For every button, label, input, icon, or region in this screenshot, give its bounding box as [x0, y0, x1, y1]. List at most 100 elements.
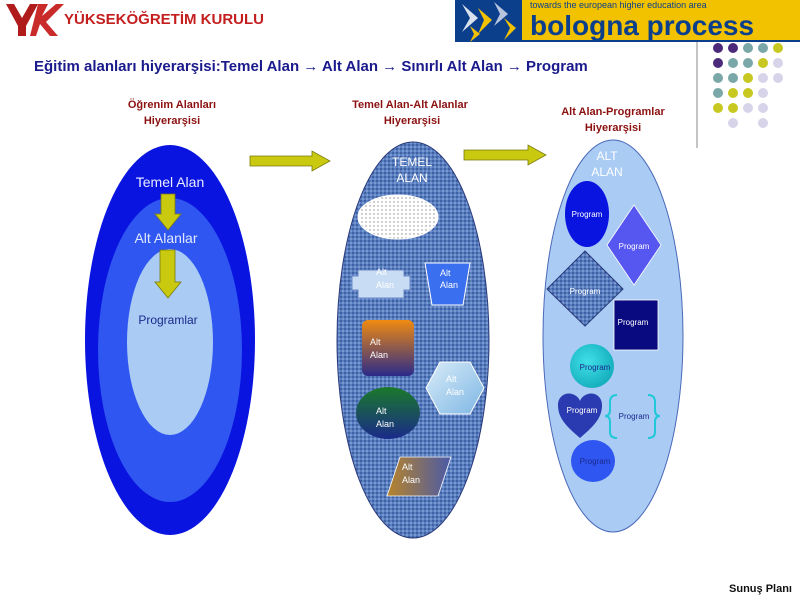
program-7-label: Program: [619, 412, 650, 421]
panel2-heading-line1: Temel Alan-Alt Alanlar: [352, 99, 468, 111]
right-arrow-2-icon: [463, 144, 547, 166]
sub-area-2-line1: Alt: [440, 268, 451, 278]
sub-area-2: Alt Alan: [424, 262, 471, 306]
program-3-label: Program: [570, 287, 601, 296]
sub-area-ellipse: [542, 139, 684, 533]
program-6: Program: [558, 393, 602, 438]
sub-area-5-line1: Alt: [376, 406, 387, 416]
decorative-dot: [758, 103, 768, 113]
down-arrow-1-icon: [154, 193, 182, 231]
program-1: Program: [565, 181, 609, 247]
footer-presentation-plan[interactable]: Sunuş Planı: [729, 583, 792, 595]
bologna-stars-icon: [462, 2, 516, 42]
program-8: Program: [571, 440, 615, 482]
sub-area-6-line1: Alt: [402, 462, 413, 472]
panel3-heading-line2: Hiyerarşisi: [585, 122, 641, 134]
middle-label: Alt Alanlar: [134, 230, 197, 246]
outer-label: Temel Alan: [136, 174, 204, 190]
sub-area-3-line2: Alan: [370, 350, 388, 360]
program-5-label: Program: [580, 363, 611, 372]
decorative-dot: [758, 43, 768, 53]
panel-main-area-subareas: Temel Alan-Alt Alanlar Hiyerarşisi TEMEL…: [336, 99, 490, 539]
program-5: Program: [570, 344, 614, 388]
decorative-dot: [713, 88, 723, 98]
decorative-dot: [713, 103, 723, 113]
sub-area-3: Alt Alan: [362, 320, 414, 376]
dotted-oval-shape: [357, 194, 439, 240]
sub-area-title-line1: ALT: [596, 149, 618, 163]
decorative-dot: [758, 73, 768, 83]
decorative-dot: [758, 118, 768, 128]
sub-area-5-line2: Alan: [376, 419, 394, 429]
inner-ellipse-programlar: [127, 249, 213, 435]
decorative-dot: [743, 103, 753, 113]
program-1-label: Program: [572, 210, 603, 219]
slide-title-part2: Temel Alan → Alt Alan → Sınırlı Alt Alan…: [221, 58, 588, 75]
decorative-dot: [758, 58, 768, 68]
decorative-dot: [728, 58, 738, 68]
decorative-dot: [743, 43, 753, 53]
program-4: Program: [613, 299, 659, 351]
decorative-dot: [743, 88, 753, 98]
right-arrow-1-icon: [249, 150, 331, 172]
program-2: Program: [606, 204, 662, 286]
sub-area-4: Alt Alan: [425, 361, 485, 415]
bologna-tagline-strip: [522, 0, 800, 10]
yok-logo-mark-icon: [6, 4, 38, 36]
main-area-title-line1: TEMEL: [392, 155, 432, 169]
slide-title: Eğitim alanları hiyerarşisi:Temel Alan →…: [34, 58, 588, 75]
decorative-dot: [728, 43, 738, 53]
decorative-dot: [773, 73, 783, 83]
decorative-dot: [743, 73, 753, 83]
sub-area-4-line1: Alt: [446, 374, 457, 384]
bologna-tagline: towards the european higher education ar…: [530, 0, 707, 10]
sub-area-title-line2: ALAN: [591, 165, 622, 179]
bracket-right-icon: [647, 394, 661, 439]
panel-subarea-programs: Alt Alan-Programlar Hiyerarşisi ALT ALAN…: [542, 106, 684, 533]
panel3-heading-line1: Alt Alan-Programlar: [561, 106, 665, 118]
slide-title-part1: Eğitim alanları hiyerarşisi:: [34, 58, 221, 75]
program-4-label: Program: [618, 318, 649, 327]
bologna-name-box: [522, 10, 800, 40]
decorative-dot: [758, 88, 768, 98]
decorative-dot: [713, 58, 723, 68]
decorative-dot: [743, 58, 753, 68]
sub-area-1-line1: Alt: [376, 267, 387, 277]
decorative-dot: [773, 43, 783, 53]
program-6-label: Program: [567, 406, 598, 415]
yok-logo: YÜKSEKÖĞRETİM KURULU: [6, 4, 264, 36]
sub-area-5: Alt Alan: [356, 387, 420, 439]
inner-label: Programlar: [138, 313, 197, 327]
sub-area-6-line2: Alan: [402, 475, 420, 485]
program-8-label: Program: [580, 457, 611, 466]
sub-area-3-line1: Alt: [370, 337, 381, 347]
bracket-left-icon: [604, 394, 618, 439]
decorative-dot-grid: [713, 43, 783, 128]
program-3: Program: [546, 250, 624, 327]
panel-learning-areas: Öğrenim Alanları Hiyerarşisi Temel Alan …: [85, 98, 255, 535]
heart-icon: [558, 393, 602, 438]
bologna-banner: towards the european higher education ar…: [455, 0, 800, 42]
decorative-dot: [713, 43, 723, 53]
panel1-heading-line2: Hiyerarşisi: [144, 115, 200, 127]
sub-area-1-line2: Alan: [376, 280, 394, 290]
decorative-dot: [728, 118, 738, 128]
sub-area-2-line2: Alan: [440, 280, 458, 290]
decorative-dot: [728, 88, 738, 98]
panel2-heading-line2: Hiyerarşisi: [384, 115, 440, 127]
panel1-heading-line1: Öğrenim Alanları: [128, 98, 216, 111]
decorative-dot: [728, 103, 738, 113]
sub-area-6: Alt Alan: [386, 456, 452, 497]
yok-logo-mark-accent-icon: [30, 4, 64, 36]
program-2-label: Program: [619, 242, 650, 251]
sub-area-4-line2: Alan: [446, 387, 464, 397]
main-area-title-line2: ALAN: [396, 171, 427, 185]
bologna-name: bologna process: [530, 10, 754, 41]
program-7: Program: [604, 394, 661, 439]
down-arrow-2-icon: [154, 249, 182, 299]
sub-area-1: Alt Alan: [351, 267, 411, 299]
decorative-dot: [728, 73, 738, 83]
decorative-dot: [713, 73, 723, 83]
decorative-dot: [773, 58, 783, 68]
